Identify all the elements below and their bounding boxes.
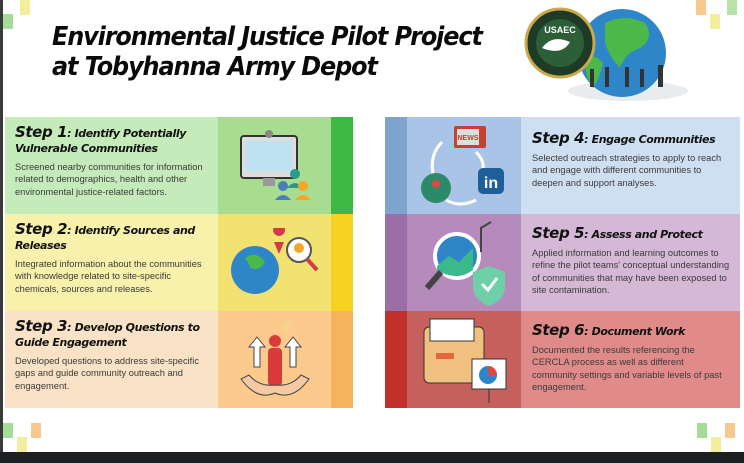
- decor-square: [20, 0, 30, 15]
- title-line-1: Environmental Justice Pilot Project: [52, 22, 483, 52]
- usaec-globe-logo: USAEC: [524, 7, 688, 101]
- step-3-color-bar: [331, 311, 353, 408]
- magnifier-shield-icon: [407, 214, 521, 311]
- person-hands-icon: [218, 311, 331, 408]
- step-1-heading: Step 1: Identify Potentially Vulnerable …: [15, 123, 186, 156]
- step-6-card: Step 6: Document Work Documented the res…: [385, 311, 740, 408]
- step-6-description: Documented the results referencing the C…: [532, 345, 722, 393]
- decor-square: [696, 0, 706, 15]
- monitor-people-icon: [218, 117, 331, 214]
- bottom-bar: [0, 452, 744, 463]
- step-1-color-bar: [331, 117, 353, 214]
- globe-search-icon: [218, 214, 331, 311]
- svg-text:in: in: [484, 175, 498, 192]
- step-3-description: Developed questions to address site-spec…: [15, 356, 199, 391]
- decor-square: [3, 423, 13, 438]
- svg-text:USAEC: USAEC: [544, 25, 576, 35]
- step-6-heading: Step 6: Document Work: [532, 321, 686, 339]
- folder-chart-icon: [407, 311, 521, 408]
- step-4-color-bar: [385, 117, 407, 214]
- step-4-heading: Step 4: Engage Communities: [532, 129, 716, 147]
- step-5-color-bar: [385, 214, 407, 311]
- step-2-color-bar: [331, 214, 353, 311]
- svg-text:NEWS: NEWS: [458, 135, 479, 142]
- decor-square: [727, 0, 737, 15]
- decor-square: [31, 423, 41, 438]
- step-6-color-bar: [385, 311, 407, 408]
- decor-square: [725, 423, 735, 438]
- step-5-card: Step 5: Assess and Protect Applied infor…: [385, 214, 740, 311]
- decor-square: [697, 423, 707, 438]
- page-title: Environmental Justice Pilot Project at T…: [52, 22, 483, 82]
- news-linkedin-cycle-icon: NEWS in: [407, 117, 521, 214]
- step-5-heading: Step 5: Assess and Protect: [532, 224, 703, 242]
- decor-square: [710, 14, 720, 29]
- step-4-card: NEWS in Step 4: Engage Communities Select…: [385, 117, 740, 214]
- step-5-description: Applied information and learning outcome…: [532, 248, 730, 296]
- title-line-2: at Tobyhanna Army Depot: [52, 52, 378, 82]
- decor-square: [17, 437, 27, 452]
- step-1-description: Screened nearby communities for informat…: [15, 162, 203, 197]
- decor-square: [3, 14, 13, 29]
- step-1-card: Step 1: Identify Potentially Vulnerable …: [5, 117, 353, 214]
- decor-square: [711, 437, 721, 452]
- step-4-description: Selected outreach strategies to apply to…: [532, 153, 722, 188]
- step-2-description: Integrated information about the communi…: [15, 259, 202, 294]
- step-3-heading: Step 3: Develop Questions to Guide Engag…: [15, 317, 200, 350]
- step-2-heading: Step 2: Identify Sources and Releases: [15, 220, 195, 253]
- left-border: [0, 0, 3, 452]
- step-2-card: Step 2: Identify Sources and Releases In…: [5, 214, 353, 311]
- step-3-card: Step 3: Develop Questions to Guide Engag…: [5, 311, 353, 408]
